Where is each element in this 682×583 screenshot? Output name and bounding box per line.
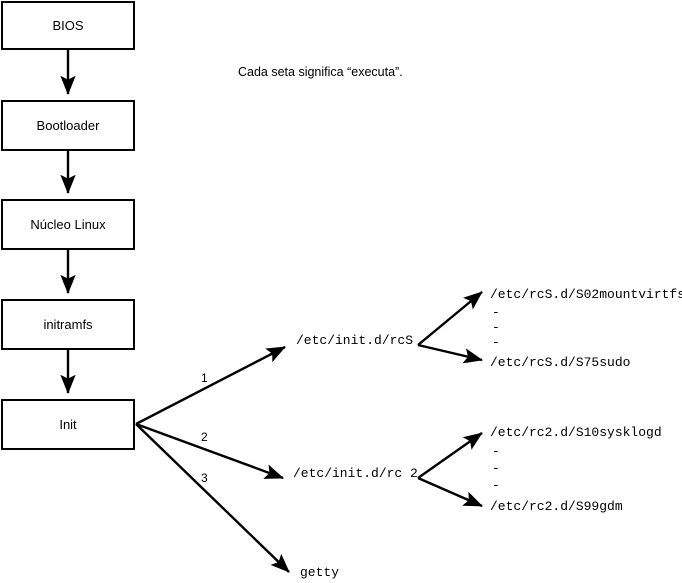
script-rc2-ellipsis-3: - [492, 478, 500, 493]
script-rc2-ellipsis-2: - [492, 461, 500, 476]
script-rc2-first[interactable]: /etc/rc2.d/S10sysklogd [490, 425, 662, 440]
arrow-init-to-rcs [135, 345, 286, 426]
edge-label-1: 1 [201, 371, 208, 385]
node-initramfs-label: initramfs [43, 317, 93, 332]
target-getty[interactable]: getty [300, 565, 340, 580]
script-rcs-last[interactable]: /etc/rcS.d/S75sudo [490, 355, 631, 370]
node-kernel[interactable]: Núcleo Linux [1, 199, 135, 250]
arrow-init-to-rc2 [135, 422, 284, 480]
arrow-init-to-getty [135, 423, 290, 573]
node-bootloader-label: Bootloader [36, 118, 100, 133]
arrow-rcs-to-first-script [417, 291, 483, 346]
arrow-rc2-to-last-script [417, 476, 483, 508]
script-rc2-last[interactable]: /etc/rc2.d/S99gdm [490, 499, 623, 514]
target-rc2-script[interactable]: /etc/init.d/rc 2 [293, 466, 418, 481]
diagram-caption: Cada seta significa “executa”. [238, 65, 403, 79]
edge-label-3: 3 [201, 471, 208, 485]
script-rcs-ellipsis-2: - [492, 320, 500, 335]
arrow-rcs-to-last-script [417, 343, 483, 364]
node-init-label: Init [59, 417, 77, 432]
edge-label-2: 2 [201, 430, 208, 444]
node-kernel-label: Núcleo Linux [30, 217, 106, 232]
script-rc2-ellipsis-1: - [492, 444, 500, 459]
script-rcs-ellipsis-1: - [492, 305, 500, 320]
target-rcs-script[interactable]: /etc/init.d/rcS [296, 333, 414, 348]
script-rcs-first[interactable]: /etc/rcS.d/S02mountvirtfs [490, 287, 682, 302]
node-bios-label: BIOS [52, 18, 84, 33]
node-bios[interactable]: BIOS [1, 1, 135, 50]
script-rcs-ellipsis-3: - [492, 335, 500, 350]
node-bootloader[interactable]: Bootloader [1, 100, 135, 151]
node-initramfs[interactable]: initramfs [1, 299, 135, 350]
arrow-rc2-to-first-script [417, 432, 483, 479]
node-init[interactable]: Init [1, 399, 135, 450]
